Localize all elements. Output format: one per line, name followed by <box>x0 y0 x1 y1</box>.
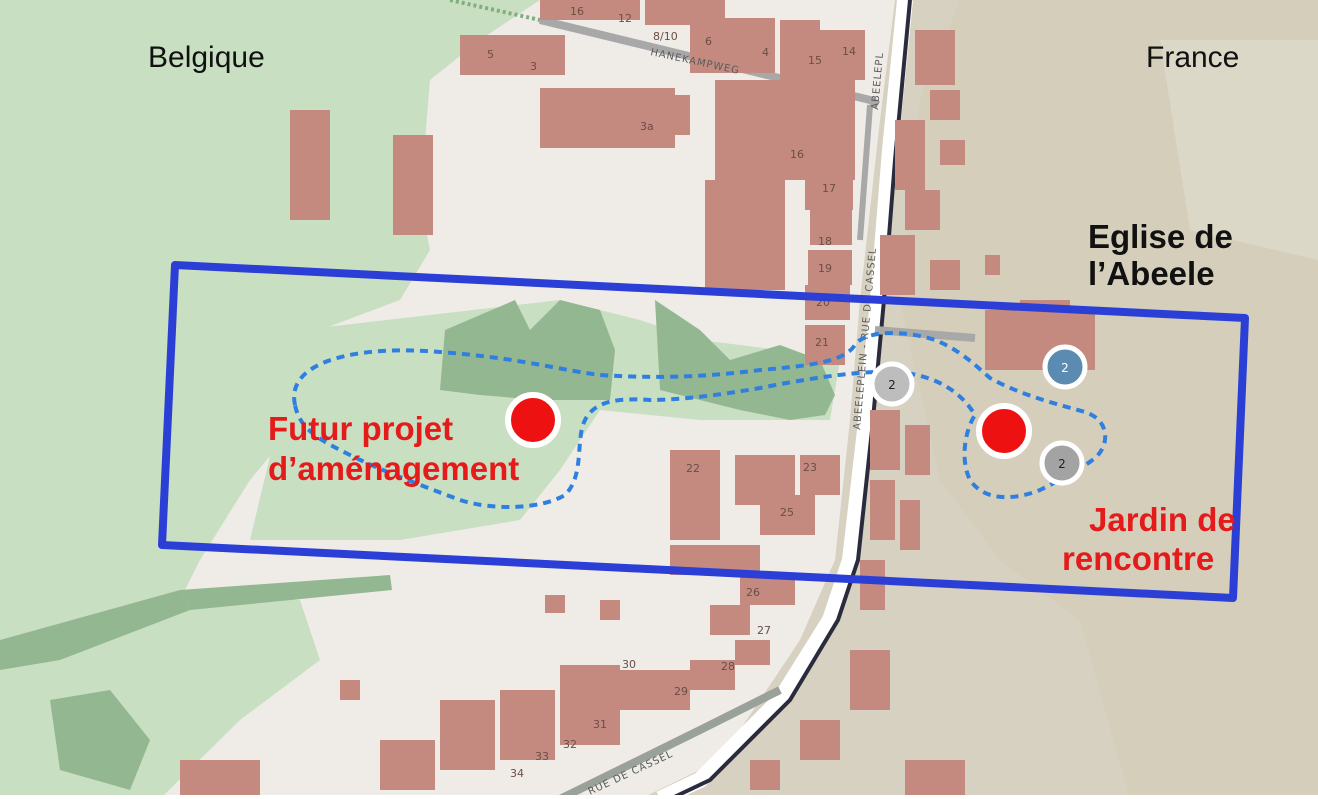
france-texture-2 <box>1160 40 1318 260</box>
house-number: 12 <box>618 12 632 25</box>
woods-strip-2 <box>180 575 392 610</box>
border-line <box>669 0 912 799</box>
house-number: 15 <box>808 54 822 67</box>
house-numbers: 16 12 8/10 6 4 15 14 5 3 3a 16 17 18 19 … <box>487 5 856 780</box>
house-number: 19 <box>818 262 832 275</box>
house-number: 27 <box>757 624 771 637</box>
garden-marker[interactable] <box>976 403 1032 459</box>
house-number: 22 <box>686 462 700 475</box>
house-number: 32 <box>563 738 577 751</box>
house-number: 25 <box>780 506 794 519</box>
cluster-marker-center[interactable]: 2 <box>869 361 915 407</box>
road-hanekamp <box>539 16 881 109</box>
cluster-count: 2 <box>888 378 896 392</box>
woods-lower-left <box>50 690 150 790</box>
house-number: 16 <box>790 148 804 161</box>
woods-strip <box>0 590 190 670</box>
buildings-france <box>750 30 1095 799</box>
focus-area-rectangle <box>158 261 1249 602</box>
house-number: 31 <box>593 718 607 731</box>
cluster-count: 2 <box>1058 457 1066 471</box>
house-number: 18 <box>818 235 832 248</box>
house-number: 4 <box>762 46 769 59</box>
cluster-marker-blue[interactable]: 2 <box>1042 344 1088 390</box>
house-number: 6 <box>705 35 712 48</box>
road-side <box>857 104 873 241</box>
house-number: 21 <box>815 336 829 349</box>
bottom-edge <box>0 795 1318 799</box>
project-label-line2: d’aménagement <box>268 450 519 487</box>
house-number: 16 <box>570 5 584 18</box>
house-number: 5 <box>487 48 494 61</box>
buildings <box>180 0 865 799</box>
cluster-marker-right[interactable]: 2 <box>1039 440 1085 486</box>
street-label-abeele-top: ABEELEPL <box>870 52 886 111</box>
house-number: 29 <box>674 685 688 698</box>
house-number: 17 <box>822 182 836 195</box>
church-label-line1: Eglise de <box>1088 218 1233 255</box>
road-cassel-bottom <box>558 686 782 799</box>
project-label-line1: Futur projet <box>268 410 453 447</box>
church-label-line2: l’Abeele <box>1088 255 1215 292</box>
house-number: 34 <box>510 767 524 780</box>
house-number: 33 <box>535 750 549 763</box>
house-number: 28 <box>721 660 735 673</box>
house-number: 3a <box>640 120 654 133</box>
house-number: 3 <box>530 60 537 73</box>
house-number: 26 <box>746 586 760 599</box>
woods-area-2 <box>655 300 835 420</box>
woods-area <box>440 300 615 400</box>
house-number: 30 <box>622 658 636 671</box>
house-number: 8/10 <box>653 30 678 43</box>
country-label-belgium: Belgique <box>148 41 265 74</box>
walking-route <box>292 331 1108 509</box>
garden-label-line1: Jardin de <box>1089 501 1236 538</box>
house-number: 23 <box>803 461 817 474</box>
cluster-count: 2 <box>1061 361 1069 375</box>
garden-label-line2: rencontre <box>1062 540 1214 577</box>
road-casing <box>656 0 913 799</box>
house-number: 14 <box>842 45 856 58</box>
country-label-france: France <box>1146 41 1239 74</box>
project-marker[interactable] <box>505 392 561 448</box>
